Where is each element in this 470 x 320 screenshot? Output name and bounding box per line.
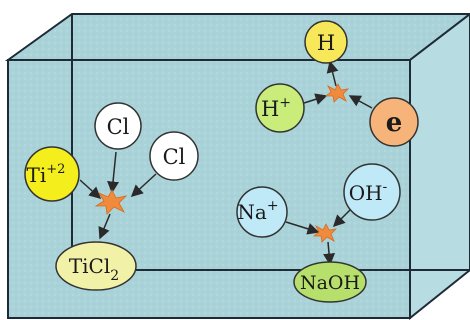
h-plus-circle [255, 83, 305, 133]
reaction-sparks [94, 83, 350, 243]
arrow-ohminus-to-spark [332, 209, 351, 228]
tank-top-face [4, 13, 470, 61]
na-plus-circle [236, 186, 288, 238]
tank-right-face [409, 12, 470, 320]
node-h: H [304, 20, 348, 64]
h-label: H [317, 31, 335, 55]
arrow-spark-to-naoh [323, 241, 336, 266]
spark-icon [94, 189, 128, 215]
na-plus-label: Na+ [237, 198, 278, 224]
ti-circle [24, 146, 80, 202]
arrow-e-to-spark [348, 95, 373, 109]
spark-icon [324, 83, 350, 103]
oh-minus-circle [343, 163, 401, 221]
naoh-label: NaOH [300, 272, 360, 294]
node-oh-minus: OH- [343, 163, 401, 221]
arrow-ti-to-spark [79, 179, 102, 200]
e-label: e [386, 108, 403, 138]
arrow-cl2-to-spark [130, 173, 157, 198]
node-cl-2: Cl [149, 131, 199, 181]
arrow-spark-to-h [326, 60, 339, 87]
reaction-arrows [79, 60, 373, 266]
arrow-cl1-to-spark [107, 151, 120, 194]
arrow-naplus-to-spark [285, 221, 320, 235]
node-e: e [369, 97, 419, 147]
naoh-ellipse [293, 261, 367, 303]
h-circle [304, 20, 348, 64]
cl-2-circle [149, 131, 199, 181]
cl-1-circle [94, 102, 142, 150]
ticl2-ellipse [55, 241, 137, 291]
ti-label: Ti+2 [27, 162, 66, 187]
node-ti: Ti+2 [24, 146, 80, 202]
arrow-hplus-to-spark [303, 93, 328, 105]
h-plus-label: H+ [261, 95, 291, 121]
arrow-spark-to-ticl2 [98, 213, 111, 240]
node-cl-1: Cl [94, 102, 142, 150]
node-h-plus: H+ [255, 83, 305, 133]
node-naoh: NaOH [293, 261, 367, 303]
spark-icon [312, 223, 338, 243]
cl-1-label: Cl [107, 115, 130, 139]
node-ticl2: TiCl2 [55, 241, 137, 291]
e-circle [369, 97, 419, 147]
oh-minus-label: OH- [349, 179, 388, 205]
ticl2-label: TiCl2 [69, 254, 119, 284]
cl-2-label: Cl [163, 145, 186, 169]
node-na-plus: Na+ [236, 186, 288, 238]
